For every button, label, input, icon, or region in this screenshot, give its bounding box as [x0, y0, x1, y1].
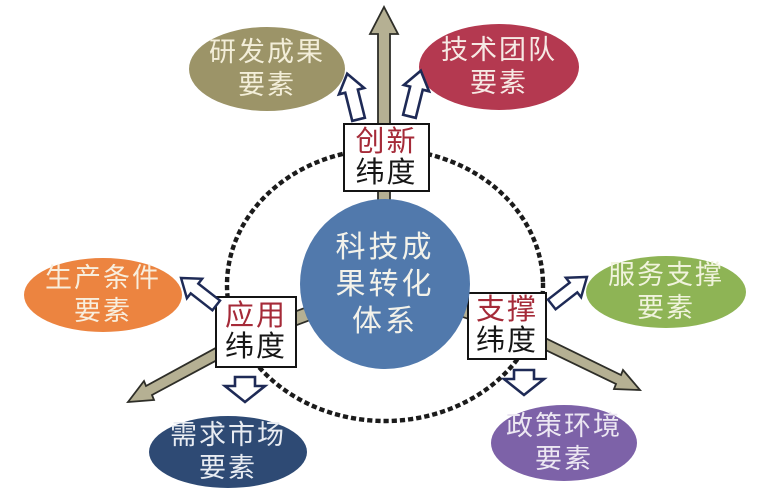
- factor-ellipse-service-support: 服务支撑 要素: [586, 256, 746, 328]
- factor-line: 要素: [238, 70, 296, 100]
- factor-ellipse-production-conditions: 生产条件 要素: [24, 258, 182, 332]
- dotted-ring: [224, 146, 546, 424]
- factor-ellipse-demand-market: 需求市场 要素: [149, 416, 307, 488]
- factor-line: 要素: [637, 293, 695, 323]
- block-arrow-down-right-icon: [500, 368, 548, 397]
- factor-line: 要素: [74, 296, 132, 326]
- factor-line: 研发成果: [209, 37, 325, 67]
- center-line: 科技成: [335, 230, 435, 264]
- factor-line: 要素: [199, 453, 257, 483]
- factor-ellipse-rd-achievements: 研发成果 要素: [189, 27, 345, 111]
- center-line: 体系: [352, 304, 418, 338]
- block-arrow-up-left-icon: [336, 71, 367, 123]
- block-arrow-up-right-icon: [401, 68, 432, 120]
- dimension-accent-label: 创新: [355, 125, 418, 158]
- factor-line: 需求市场: [170, 420, 286, 450]
- block-arrow-left-icon: [179, 276, 222, 313]
- center-system-circle: 科技成 果转化 体系: [300, 199, 470, 369]
- factor-line: 要素: [535, 444, 593, 474]
- dimension-box-innovation: 创新 纬度: [343, 123, 430, 192]
- factor-line: 技术团队: [441, 35, 557, 65]
- block-arrow-down-left-icon: [221, 375, 269, 404]
- factor-ellipse-policy-environment: 政策环境 要素: [491, 405, 637, 481]
- dimension-accent-label: 应用: [224, 300, 287, 332]
- factor-ellipse-tech-team: 技术团队 要素: [419, 24, 579, 110]
- dimension-label: 纬度: [355, 156, 418, 189]
- factor-line: 服务支撑: [608, 260, 724, 290]
- dimension-label: 纬度: [224, 331, 287, 363]
- block-arrow-right-icon: [546, 275, 589, 312]
- factor-line: 要素: [470, 68, 528, 98]
- dimension-box-application: 应用 纬度: [215, 296, 297, 368]
- dimension-accent-label: 支撑: [475, 294, 538, 326]
- dimension-label: 纬度: [475, 325, 538, 357]
- center-line: 果转化: [335, 267, 435, 301]
- factor-line: 生产条件: [45, 263, 161, 293]
- dimension-box-support: 支撑 纬度: [467, 292, 547, 360]
- factor-line: 政策环境: [506, 411, 622, 441]
